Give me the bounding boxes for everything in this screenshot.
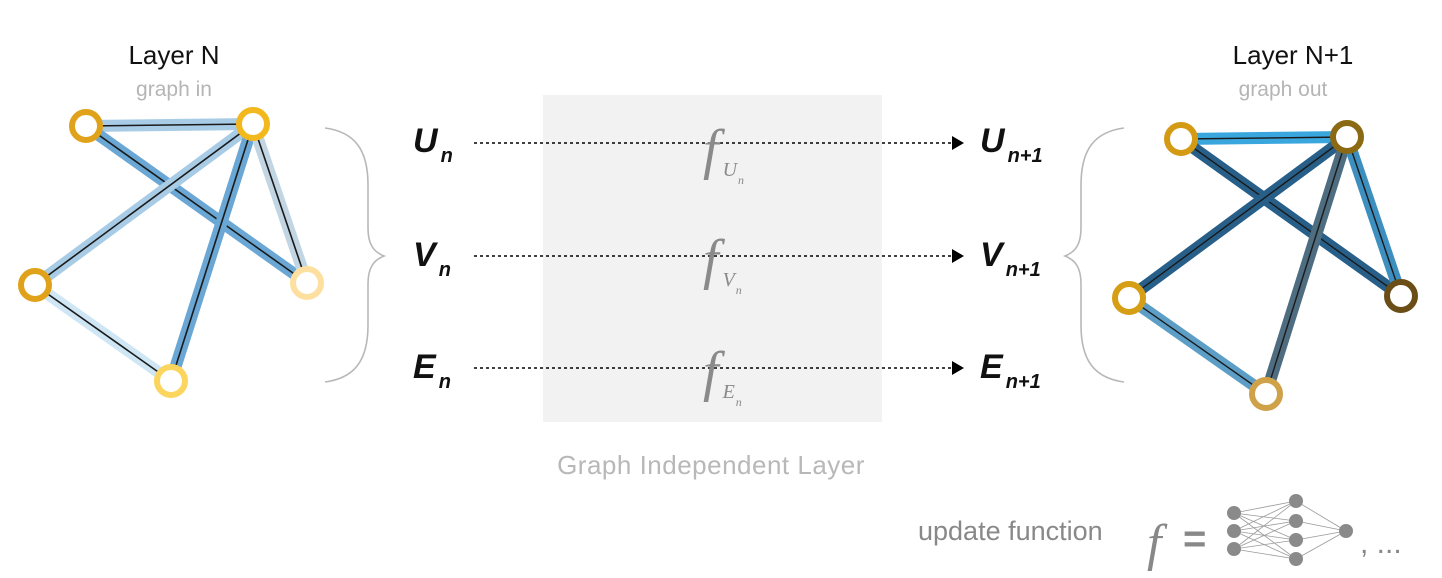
input-edge <box>247 118 313 289</box>
update-function-symbol: f <box>1147 515 1168 572</box>
input-edge <box>29 279 177 387</box>
output-layer-subtitle: graph out <box>1238 78 1328 101</box>
input-node <box>69 109 103 143</box>
output-edge <box>1123 131 1353 304</box>
input-node <box>290 266 324 300</box>
output-node <box>1164 122 1198 156</box>
input-layer-subtitle: graph in <box>136 78 212 101</box>
neural-network-icon <box>1227 494 1353 566</box>
input-node <box>154 364 188 398</box>
output-node <box>1330 120 1364 154</box>
output-node <box>1249 377 1283 411</box>
input-graph <box>18 107 324 398</box>
output-node <box>1384 279 1418 313</box>
output-edge <box>1341 131 1407 302</box>
update-function-caption: update function <box>918 516 1103 546</box>
output-edge <box>1175 131 1353 145</box>
output-edge <box>1123 292 1272 400</box>
graph-independent-panel <box>543 95 882 422</box>
update-function-trailing: , ... <box>1360 527 1402 560</box>
input-edge <box>165 118 259 387</box>
output-edge <box>1260 131 1353 400</box>
output-node <box>1112 281 1146 315</box>
input-edge <box>80 118 259 132</box>
input-edge <box>80 120 313 289</box>
output-brace <box>1062 127 1125 383</box>
input-brace <box>324 127 387 383</box>
input-edge <box>29 118 259 291</box>
output-edge <box>1175 133 1407 302</box>
input-node <box>236 107 270 141</box>
graph-independent-layer-caption: Graph Independent Layer <box>557 450 865 480</box>
output-graph <box>1112 120 1418 411</box>
input-node <box>18 268 52 302</box>
update-function-equals: = <box>1183 517 1206 561</box>
input-layer-title: Layer N <box>128 40 220 70</box>
output-layer-title: Layer N+1 <box>1232 40 1354 70</box>
update-function-legend: f = <box>1147 494 1402 572</box>
